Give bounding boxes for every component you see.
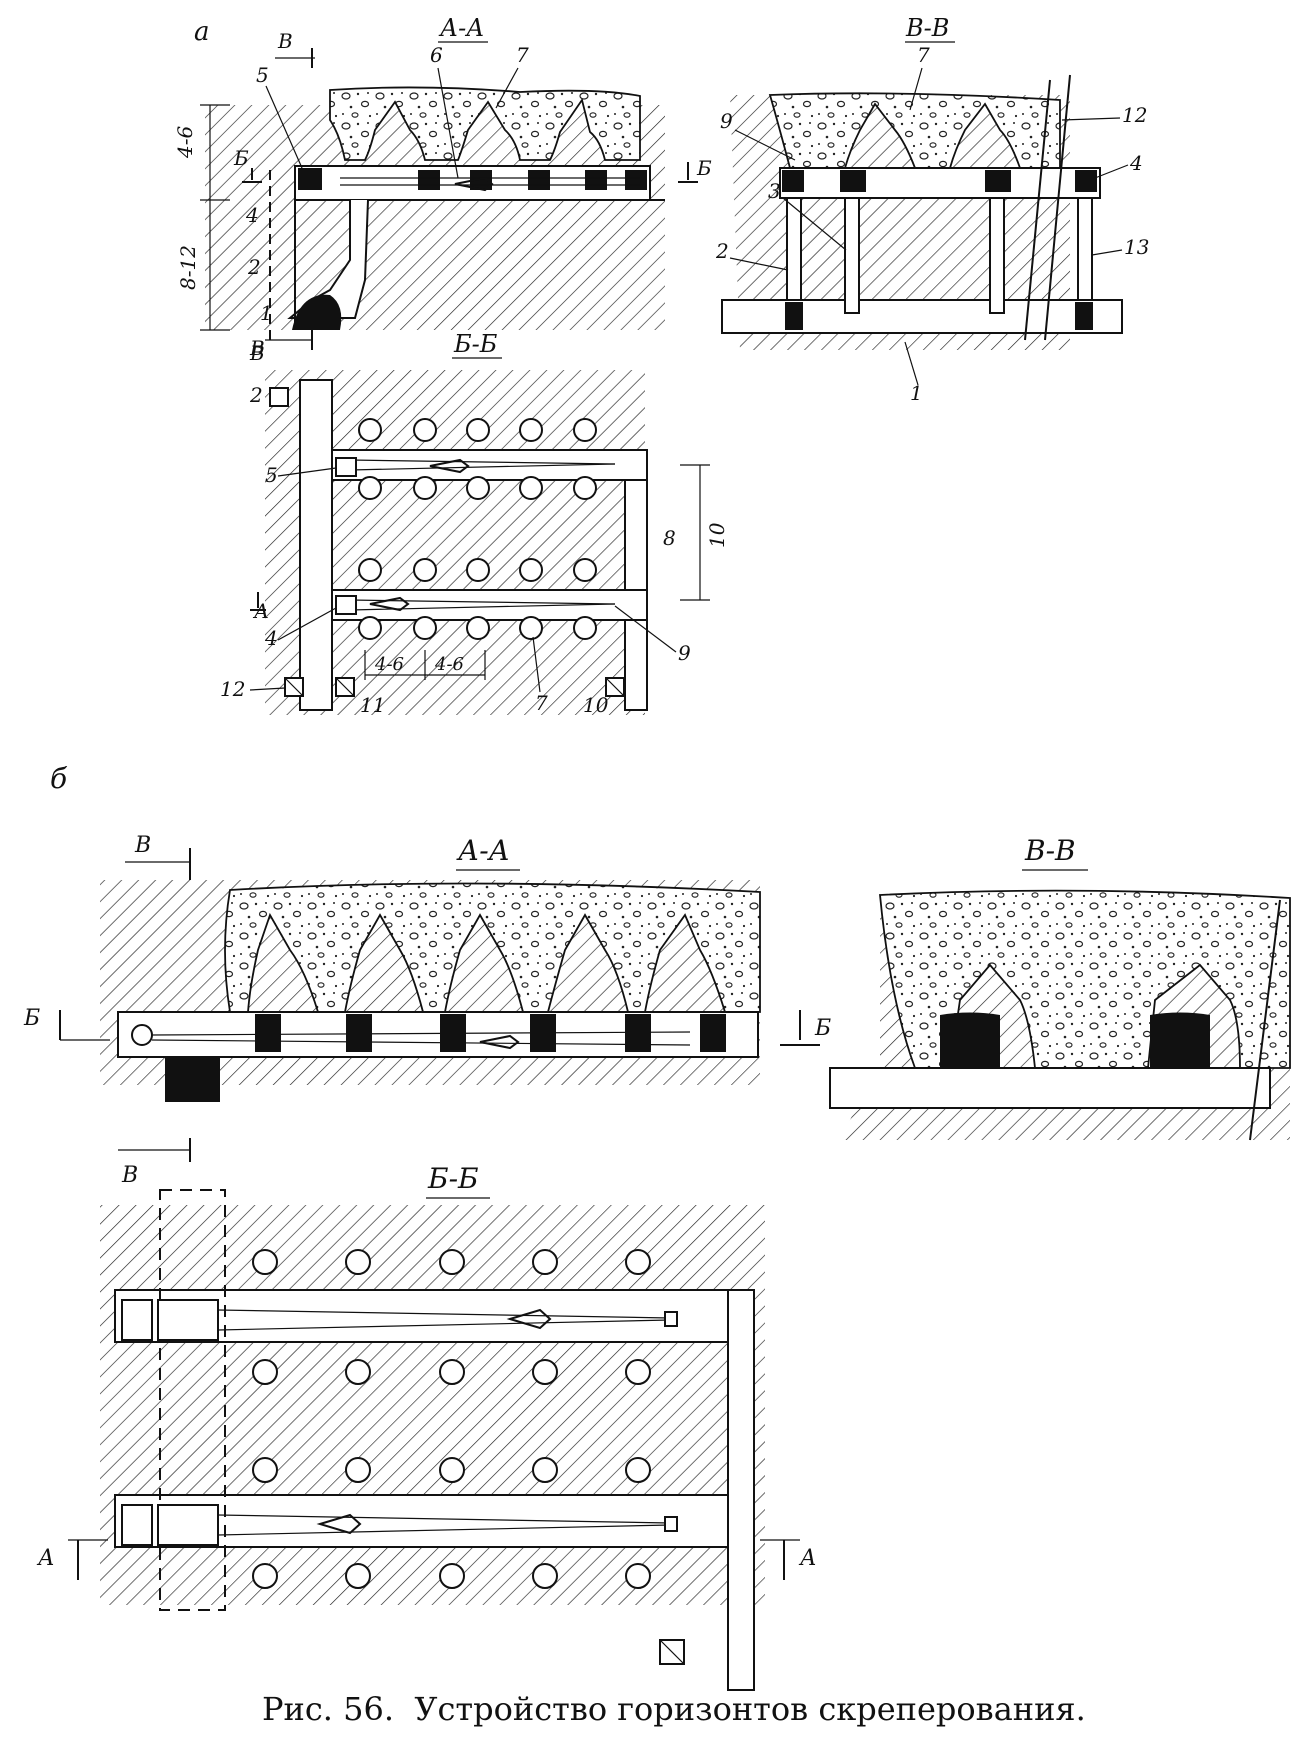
panel-b-letter: б [50, 762, 68, 795]
dim-8-12: 8-12 [176, 245, 200, 290]
label-10: 10 [583, 693, 609, 717]
panel-b-section-vv: В-В [829, 834, 1291, 1141]
panel-a-section-vv: В-В 1 2 3 4 7 9 12 13 [715, 14, 1149, 405]
label-5: 5 [265, 463, 278, 487]
label-1: 1 [910, 381, 923, 405]
label-5: 5 [256, 63, 269, 87]
panel-a-section-aa: 4-6 8-12 А-А а В В Б Б 1 2 4 5 6 7 [173, 14, 712, 365]
title-b-aa: А-А [456, 834, 510, 867]
label-9: 9 [678, 641, 691, 665]
label-12: 12 [1122, 103, 1147, 127]
title-a-vv: В-В [905, 14, 949, 42]
label-4: 4 [245, 203, 259, 227]
title-b-bb: Б-Б [427, 1162, 479, 1195]
raise-circles [358, 418, 597, 640]
label-6: 6 [430, 43, 443, 67]
panel-a-letter: а [194, 17, 210, 47]
title-a-bb: Б-Б [453, 330, 498, 358]
label-2: 2 [249, 383, 263, 407]
label-1: 1 [260, 301, 273, 325]
cut-mark-v-top: В [134, 833, 151, 858]
cut-mark-a-right: А [798, 1546, 817, 1571]
label-12: 12 [220, 677, 245, 701]
panel-a-section-bb: 4-6 4-6 10 Б-Б В А 2 4 5 7 8 9 10 11 12 [220, 330, 729, 717]
label-4: 4 [1129, 151, 1143, 175]
dim-10: 10 [705, 522, 729, 548]
cut-mark-v-top: В [277, 29, 293, 53]
cut-mark-v-bottom: В [249, 341, 265, 365]
label-11: 11 [360, 693, 385, 717]
dim-4-6-a: 4-6 [374, 654, 404, 675]
panel-b-section-bb: Б-Б В А А [36, 1138, 817, 1691]
figure-caption: Рис. 56. Устройство горизонтов скреперов… [262, 1690, 1086, 1728]
label-4: 4 [264, 626, 278, 650]
dim-4-6-b: 4-6 [434, 654, 464, 675]
cut-mark-b-right: Б [814, 1016, 831, 1041]
label-9: 9 [720, 109, 733, 133]
cut-mark-a-left: А [36, 1546, 55, 1571]
label-13: 13 [1124, 235, 1149, 259]
cut-mark-b-left: Б [233, 146, 249, 170]
raise-circles-b [252, 1249, 651, 1589]
label-7: 7 [516, 43, 529, 67]
label-8: 8 [663, 526, 676, 550]
label-7: 7 [917, 43, 930, 67]
dim-4-6: 4-6 [173, 126, 197, 159]
title-b-vv: В-В [1024, 834, 1076, 867]
cut-mark-v: В [121, 1163, 138, 1188]
cut-mark-v: В [249, 336, 265, 360]
label-2: 2 [247, 255, 261, 279]
label-2: 2 [715, 239, 729, 263]
title-a-aa: А-А [438, 14, 484, 42]
label-3: 3 [768, 179, 781, 203]
cut-mark-b-left: Б [23, 1006, 40, 1031]
label-7: 7 [535, 691, 548, 715]
cut-mark-b-right: Б [696, 156, 712, 180]
panel-b-section-aa: б А-А В Б Б [23, 762, 831, 1102]
